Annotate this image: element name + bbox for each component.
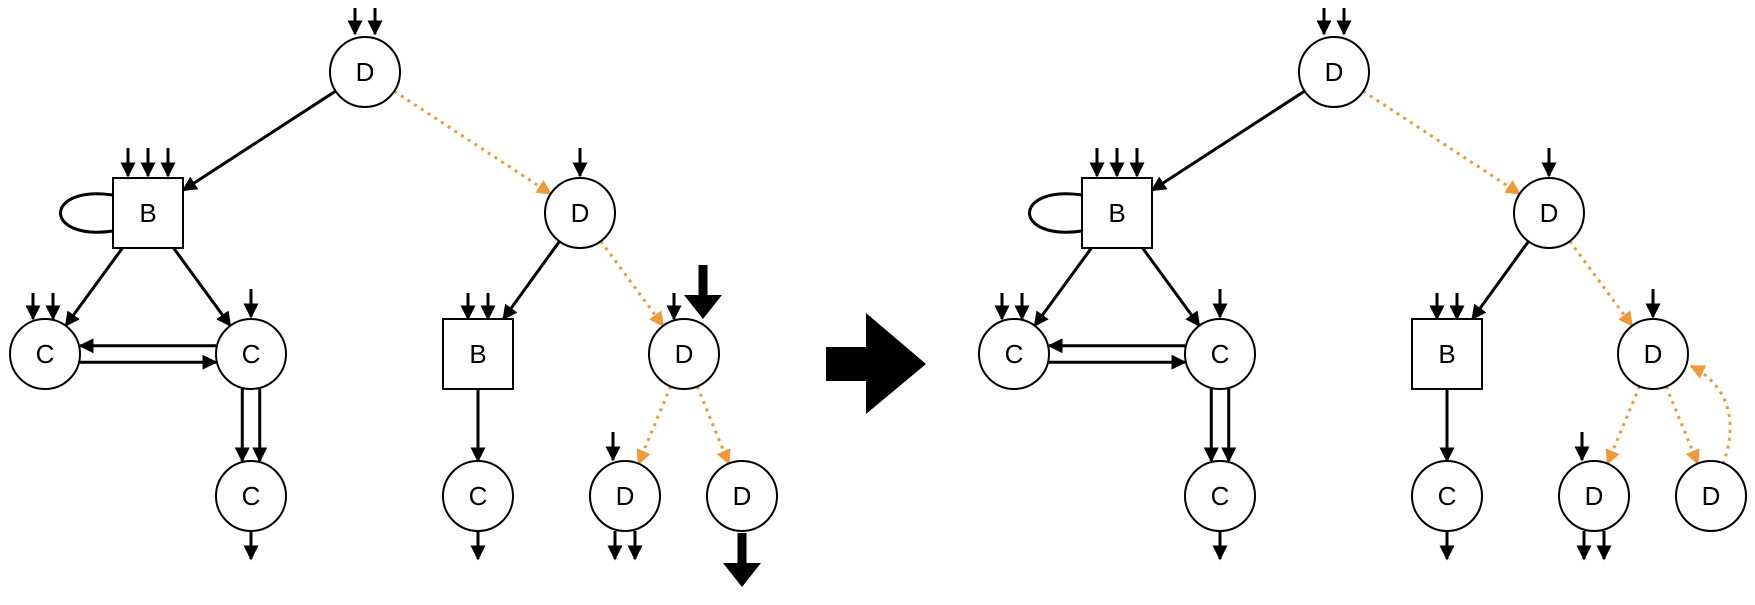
node-square [112, 177, 184, 249]
edge-m2-m4 [1033, 247, 1093, 327]
node-circle [1617, 318, 1689, 390]
node-label: D [571, 198, 590, 228]
node-circle [215, 460, 287, 532]
node-m6: C [1184, 460, 1256, 532]
node-circle [329, 36, 401, 108]
node-circle [589, 460, 661, 532]
node-label: C [1005, 339, 1024, 369]
edge-n3-n8 [599, 240, 665, 328]
node-label: C [469, 481, 488, 511]
node-m10: D [1558, 460, 1630, 532]
edge-n2-n2-self-loop [59, 192, 114, 234]
node-circle [1558, 460, 1630, 532]
node-m4: C [978, 318, 1050, 390]
node-n1: D [329, 36, 401, 108]
edge-n2-n4 [64, 247, 124, 327]
node-n4: C [9, 318, 81, 390]
node-m1: D [1298, 36, 1370, 108]
node-square [442, 318, 514, 390]
edge-n3-n7 [502, 240, 561, 321]
node-circle [648, 318, 720, 390]
node-label: B [1438, 339, 1455, 369]
edge-n8-n11 [695, 385, 731, 465]
node-label: D [1540, 198, 1559, 228]
node-square [1081, 177, 1153, 249]
node-label: C [1211, 481, 1230, 511]
nodes-layer: D B D C C C B D C D D D B D C C C B D C D D [9, 36, 1747, 532]
node-circle [1675, 460, 1747, 532]
node-n11: D [706, 460, 778, 532]
node-label: C [1438, 481, 1457, 511]
node-circle [1411, 460, 1483, 532]
node-label: C [1211, 339, 1230, 369]
node-label: B [139, 198, 156, 228]
node-circle [1513, 177, 1585, 249]
edge-m1-m3 [1362, 89, 1521, 196]
node-label: C [36, 339, 55, 369]
node-n5: C [215, 318, 287, 390]
edge-m11-m8-curved [1689, 364, 1732, 465]
edge-m8-m10 [1605, 385, 1641, 466]
node-label: D [675, 339, 694, 369]
node-label: C [242, 481, 261, 511]
node-n8: D [648, 318, 720, 390]
node-m8: D [1617, 318, 1689, 390]
node-label: D [1644, 339, 1663, 369]
node-n2: B [112, 177, 184, 249]
edge-n2-n5 [172, 247, 232, 327]
node-label: C [242, 339, 261, 369]
node-label: D [733, 481, 752, 511]
node-n3: D [544, 177, 616, 249]
node-n6: C [215, 460, 287, 532]
node-n7: B [442, 318, 514, 390]
node-circle [1184, 318, 1256, 390]
node-m5: C [1184, 318, 1256, 390]
node-m2: B [1081, 177, 1153, 249]
node-m9: C [1411, 460, 1483, 532]
node-label: D [356, 57, 375, 87]
right-arrow-icon [826, 313, 926, 414]
node-circle [442, 460, 514, 532]
edge-m3-m7 [1471, 240, 1530, 321]
big-arrow-head [684, 295, 722, 319]
node-circle [978, 318, 1050, 390]
node-circle [706, 460, 778, 532]
edge-n8-n10 [636, 385, 672, 466]
edge-m2-m5 [1141, 247, 1201, 327]
node-n10: D [589, 460, 661, 532]
node-label: B [1108, 198, 1125, 228]
node-square [1411, 318, 1483, 390]
node-circle [1184, 460, 1256, 532]
node-m3: D [1513, 177, 1585, 249]
node-circle [9, 318, 81, 390]
edge-m2-m2-self-loop [1028, 192, 1083, 234]
edge-m3-m8 [1568, 240, 1634, 328]
node-label: D [616, 481, 635, 511]
edges-layer [59, 89, 1732, 466]
node-label: B [469, 339, 486, 369]
edge-m1-m2 [1150, 89, 1306, 192]
node-label: D [1585, 481, 1604, 511]
node-label: D [1325, 57, 1344, 87]
incoming-outgoing-stubs [25, 8, 1661, 587]
big-arrow-head [723, 563, 761, 587]
node-n9: C [442, 460, 514, 532]
node-m7: B [1411, 318, 1483, 390]
edge-n1-n3 [393, 89, 552, 196]
edge-n1-n2 [181, 89, 337, 192]
node-circle [1298, 36, 1370, 108]
node-m11: D [1675, 460, 1747, 532]
node-label: D [1702, 481, 1721, 511]
node-circle [544, 177, 616, 249]
edge-m8-m11 [1664, 385, 1700, 465]
node-circle [215, 318, 287, 390]
